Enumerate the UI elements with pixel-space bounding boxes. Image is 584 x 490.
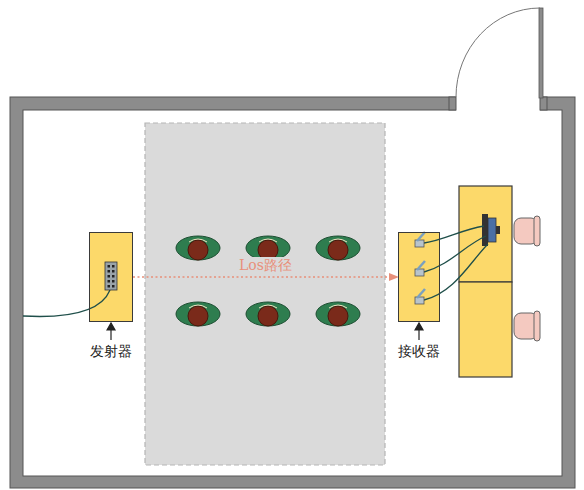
table-box: 发射器 xyxy=(89,232,133,322)
room-walls xyxy=(10,8,575,488)
cables xyxy=(23,226,488,317)
receiver-antenna xyxy=(415,289,425,304)
table-box: 接收器 xyxy=(398,232,440,322)
desk xyxy=(459,186,512,282)
chair xyxy=(514,216,540,246)
chair xyxy=(514,311,540,341)
computer xyxy=(482,214,500,246)
label-arrows xyxy=(107,323,423,340)
person xyxy=(176,302,220,326)
los-path-arrow xyxy=(133,276,398,277)
person xyxy=(316,236,360,260)
receiver-table xyxy=(398,232,440,322)
person xyxy=(316,302,360,326)
receiver-antenna xyxy=(415,232,425,247)
transmitter-device xyxy=(105,262,117,290)
people xyxy=(176,236,360,326)
path-label: Los路径 xyxy=(237,257,294,274)
person xyxy=(246,302,290,326)
receiver-antenna xyxy=(415,261,425,276)
person xyxy=(176,236,220,260)
device-label: 接收器 xyxy=(398,343,440,360)
desk xyxy=(459,282,512,377)
test-area xyxy=(145,123,385,465)
receiver-antennas xyxy=(415,232,425,304)
device-label: 发射器 xyxy=(90,343,132,360)
transmitter-table xyxy=(89,232,133,322)
